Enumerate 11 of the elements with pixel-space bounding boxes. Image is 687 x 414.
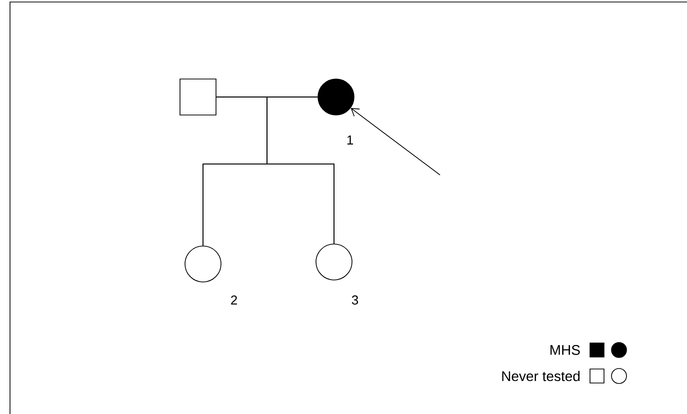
legend-label: Never tested — [502, 370, 580, 382]
descent-line — [266, 96, 334, 244]
pointer-arrow — [350, 108, 440, 176]
individual-number: 2 — [231, 295, 237, 305]
legend-label: MHS — [550, 345, 580, 355]
pedigree-circle — [184, 246, 222, 282]
pedigree-square — [180, 78, 216, 116]
pedigree-circle — [318, 78, 354, 116]
individual-number: 3 — [352, 295, 358, 305]
pedigree-circle — [316, 244, 352, 280]
individual-number: 1 — [347, 136, 353, 144]
